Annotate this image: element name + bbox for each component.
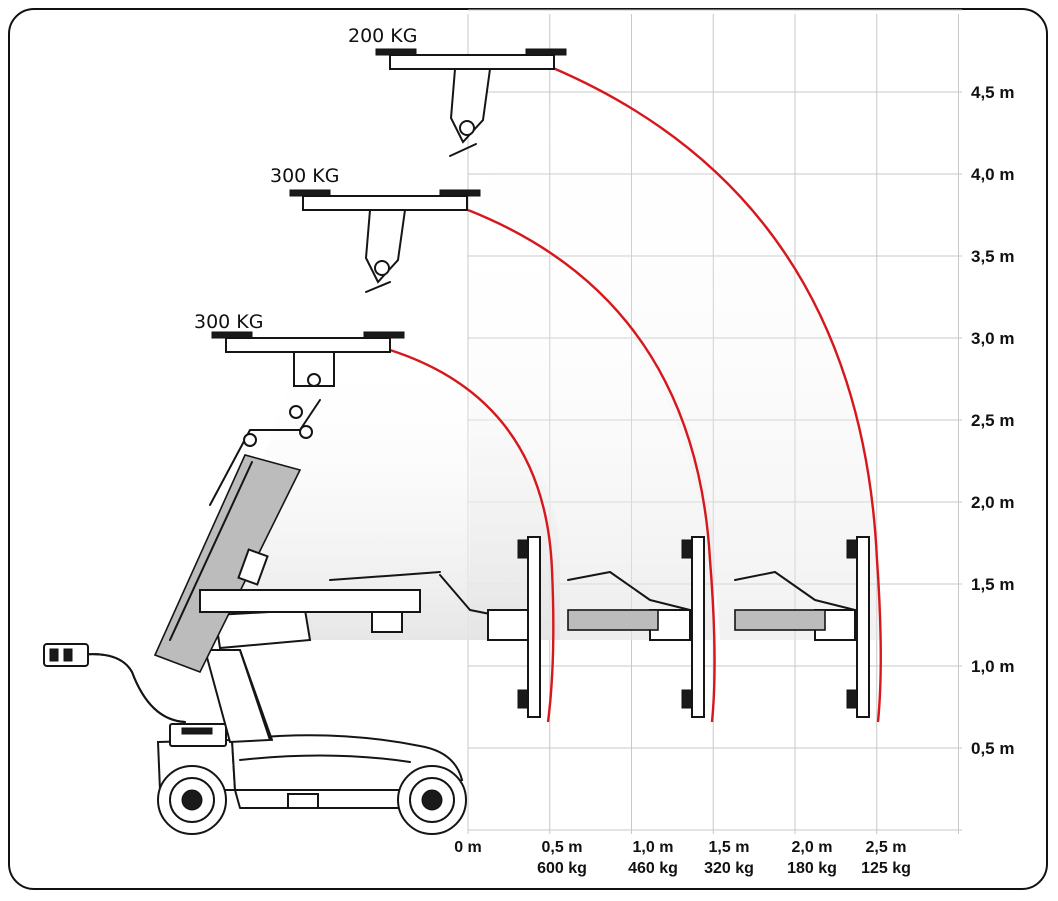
horizontal-head-low (211, 331, 405, 387)
horizontal-head-mid (289, 189, 481, 293)
x-load-label: 600 kg (537, 860, 587, 877)
x-load-label: 460 kg (628, 860, 678, 877)
load-labels: 300 KG 300 KG 200 KG (194, 25, 418, 333)
x-tick-label: 1,5 m (709, 839, 750, 856)
vertical-head-3 (734, 536, 870, 718)
x-tick-label: 0 m (454, 839, 482, 856)
y-tick-label: 4,0 m (971, 165, 1014, 184)
x-load-label: 180 kg (787, 860, 837, 877)
reach-envelope-shading (200, 68, 880, 640)
vertical-head-1 (487, 536, 541, 718)
reach-arc-low (389, 348, 555, 723)
load-label-low: 300 KG (194, 311, 264, 333)
vacuum-lifter-machine (43, 399, 521, 835)
x-tick-label: 2,5 m (866, 839, 907, 856)
y-tick-label: 1,5 m (971, 575, 1014, 594)
y-tick-label: 2,0 m (971, 493, 1014, 512)
y-tick-label: 1,0 m (971, 657, 1014, 676)
x-tick-label: 2,0 m (792, 839, 833, 856)
diagram-frame (8, 8, 1048, 890)
x-axis-labels: 0 m 0,5 m 600 kg 1,0 m 460 kg 1,5 m 320 kg 2,0 … (454, 839, 911, 877)
load-label-high: 200 KG (348, 25, 418, 47)
y-tick-label: 2,5 m (971, 411, 1014, 430)
horizontal-head-high (375, 48, 567, 157)
vertical-head-2 (567, 536, 705, 718)
y-tick-label: 3,5 m (971, 247, 1014, 266)
load-label-mid: 300 KG (270, 165, 340, 187)
vacuum-heads-vertical (487, 536, 870, 718)
vacuum-heads-horizontal (211, 48, 567, 387)
x-load-label: 320 kg (704, 860, 754, 877)
x-tick-label: 0,5 m (542, 839, 583, 856)
y-tick-label: 4,5 m (971, 83, 1014, 102)
y-tick-label: 3,0 m (971, 329, 1014, 348)
y-tick-label: 0,5 m (971, 739, 1014, 758)
y-axis-labels: 4,5 m 4,0 m 3,5 m 3,0 m 2,5 m 2,0 m 1,5 m 1,0 m… (971, 83, 1014, 758)
x-load-label: 125 kg (861, 860, 911, 877)
x-tick-label: 1,0 m (633, 839, 674, 856)
reach-arcs (389, 66, 882, 723)
reach-arc-mid (467, 208, 716, 723)
reach-arc-high (552, 66, 882, 723)
